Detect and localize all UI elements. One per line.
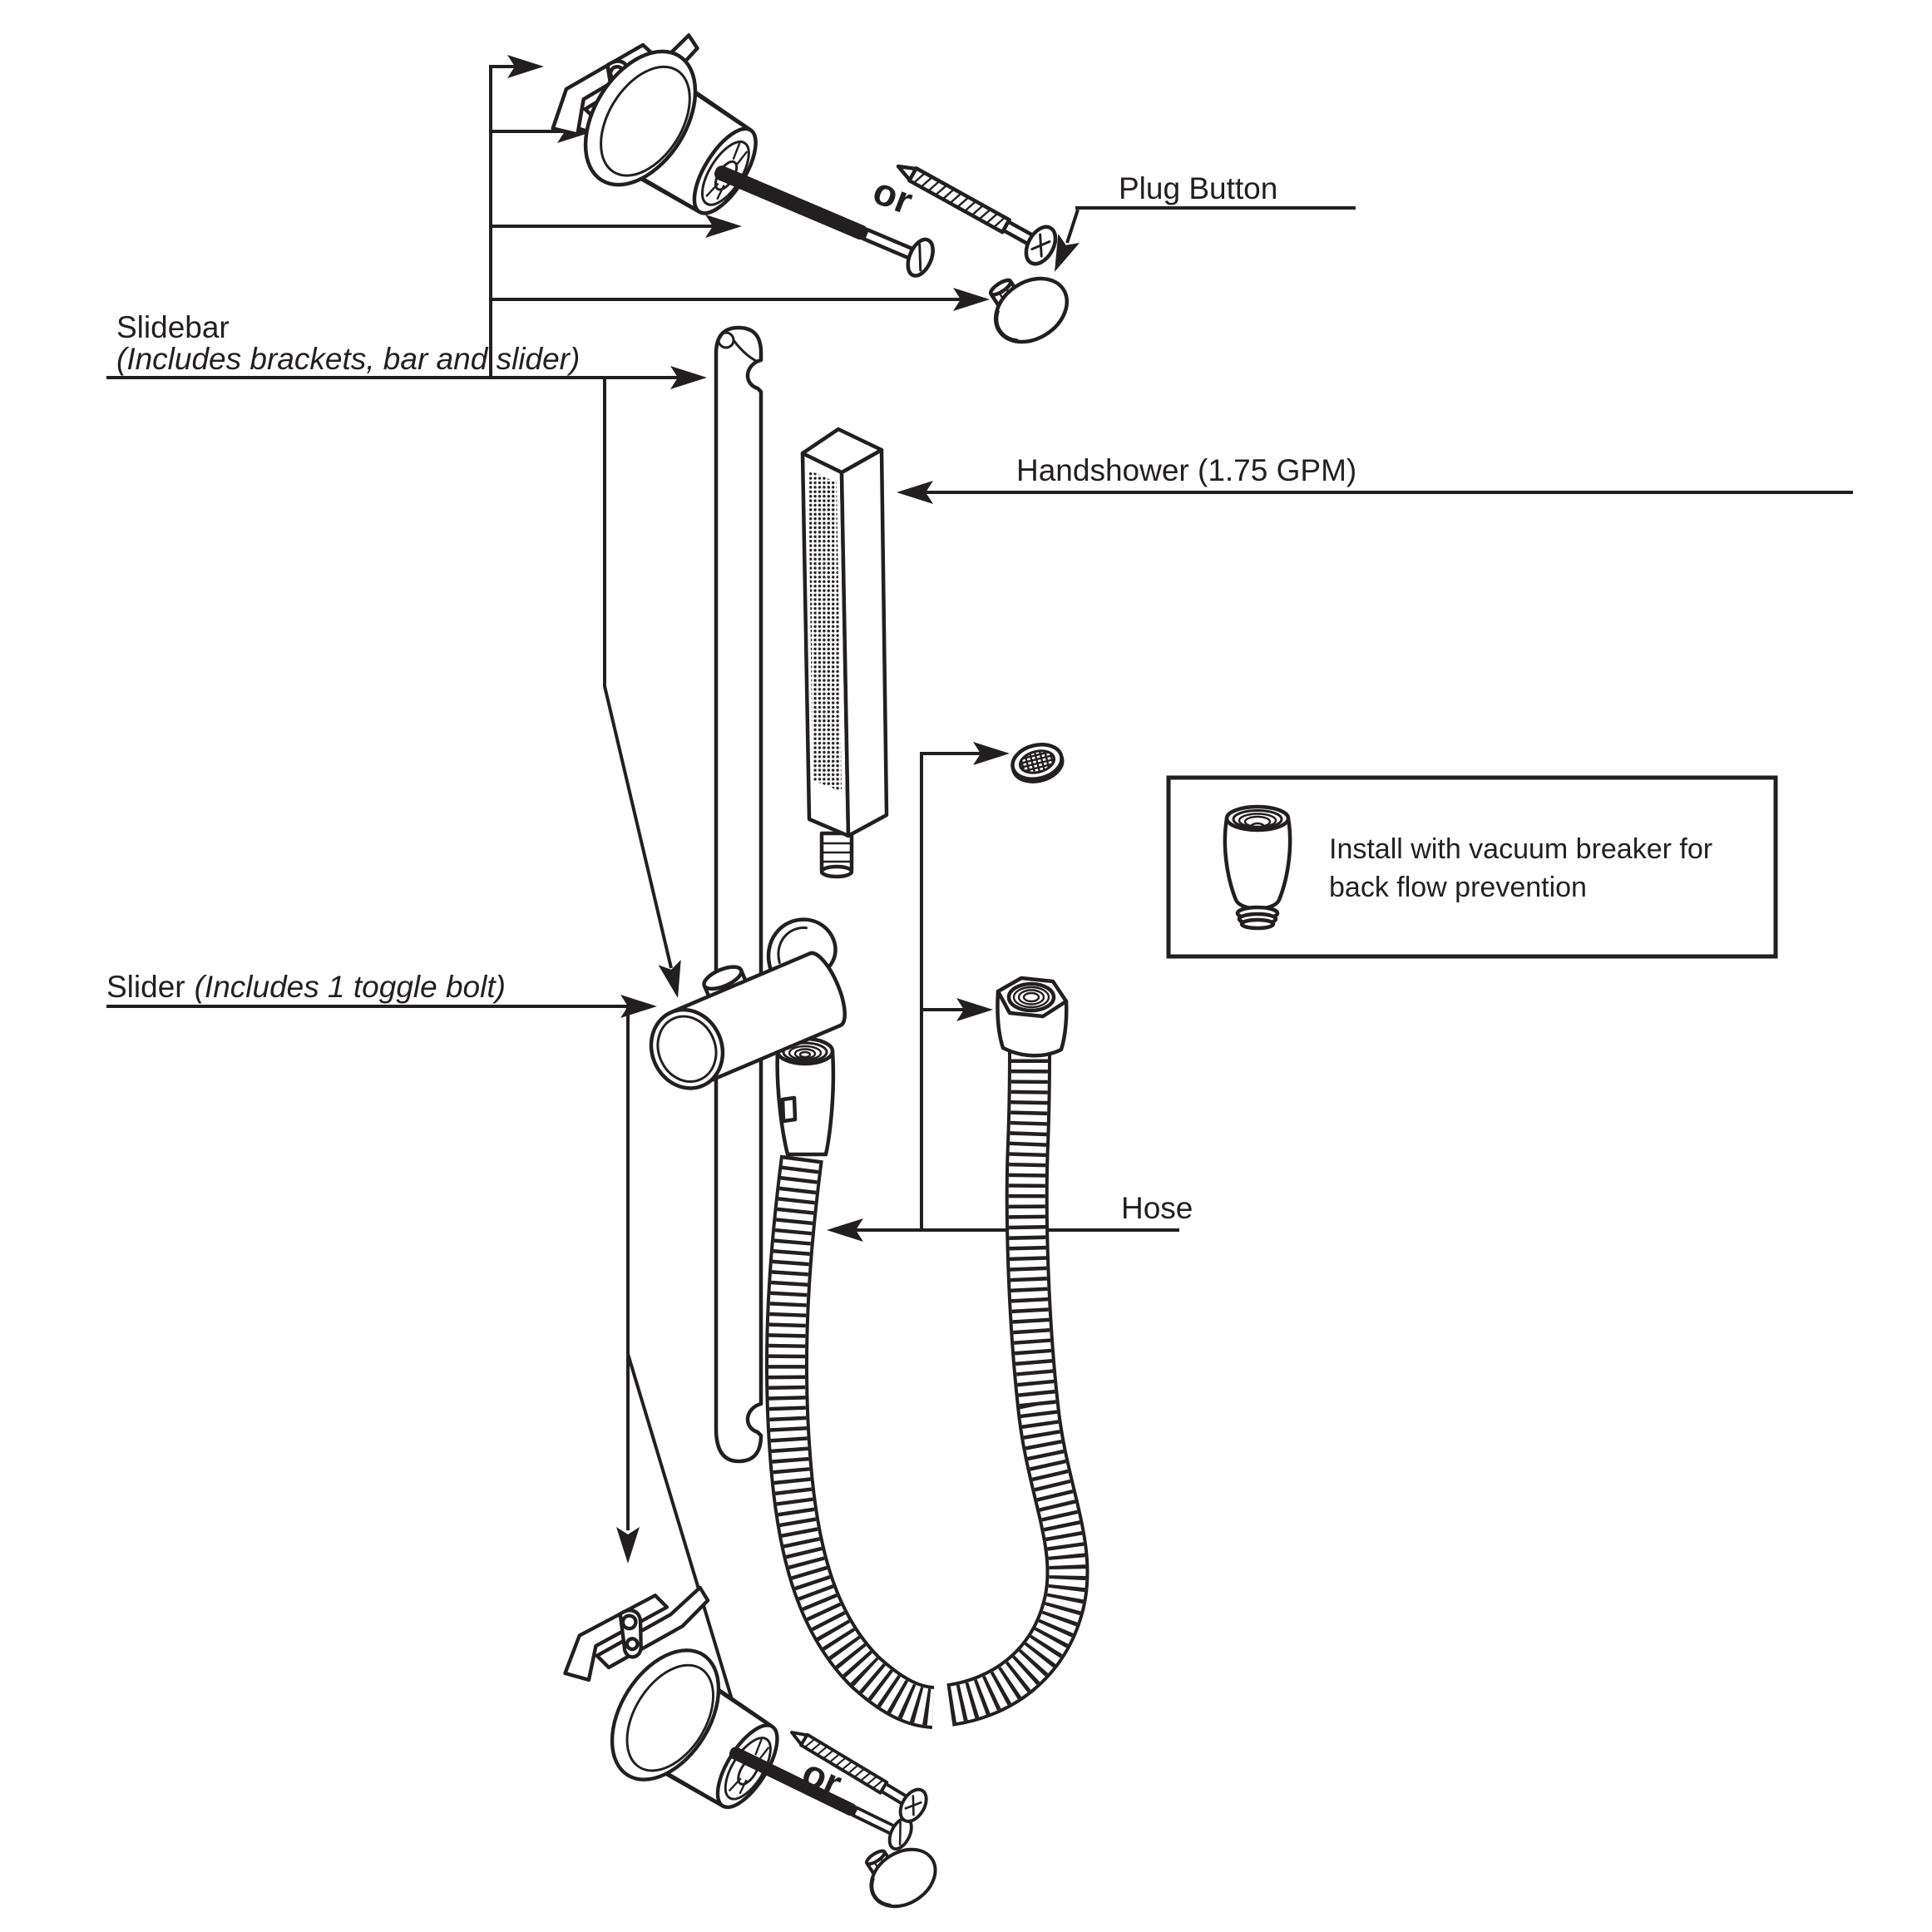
slidebar-bar-icon: [714, 325, 763, 1464]
plug-button-label: Plug Button: [1119, 171, 1277, 205]
slider-icon: [649, 917, 847, 1090]
wall-bracket-top-icon: [563, 32, 781, 244]
vacuum-breaker-icon: [1223, 804, 1292, 931]
note-box: Install with vacuum breaker for back flo…: [1166, 775, 1778, 959]
note-line-1: Install with vacuum breaker for: [1329, 833, 1712, 865]
handshower-icon: [800, 427, 889, 879]
handshower-label: Handshower (1.75 GPM): [1016, 453, 1356, 487]
hose-icon: [764, 1049, 1090, 1729]
slidebar-label: Slidebar: [116, 310, 230, 344]
washer-screen-icon: [1010, 743, 1065, 783]
note-line-2: back flow prevention: [1329, 872, 1587, 903]
slidebar-sublabel: (Includes brackets, bar and slider): [116, 342, 580, 376]
hose-nut-icon: [996, 976, 1069, 1058]
hose-connector-icon: [775, 1036, 836, 1157]
plug-button-top-icon: [977, 256, 1079, 355]
leader-lines: [106, 55, 1853, 1757]
hose-label: Hose: [1121, 1191, 1193, 1225]
slider-label: Slider(Includes 1 toggle bolt): [106, 970, 506, 1004]
